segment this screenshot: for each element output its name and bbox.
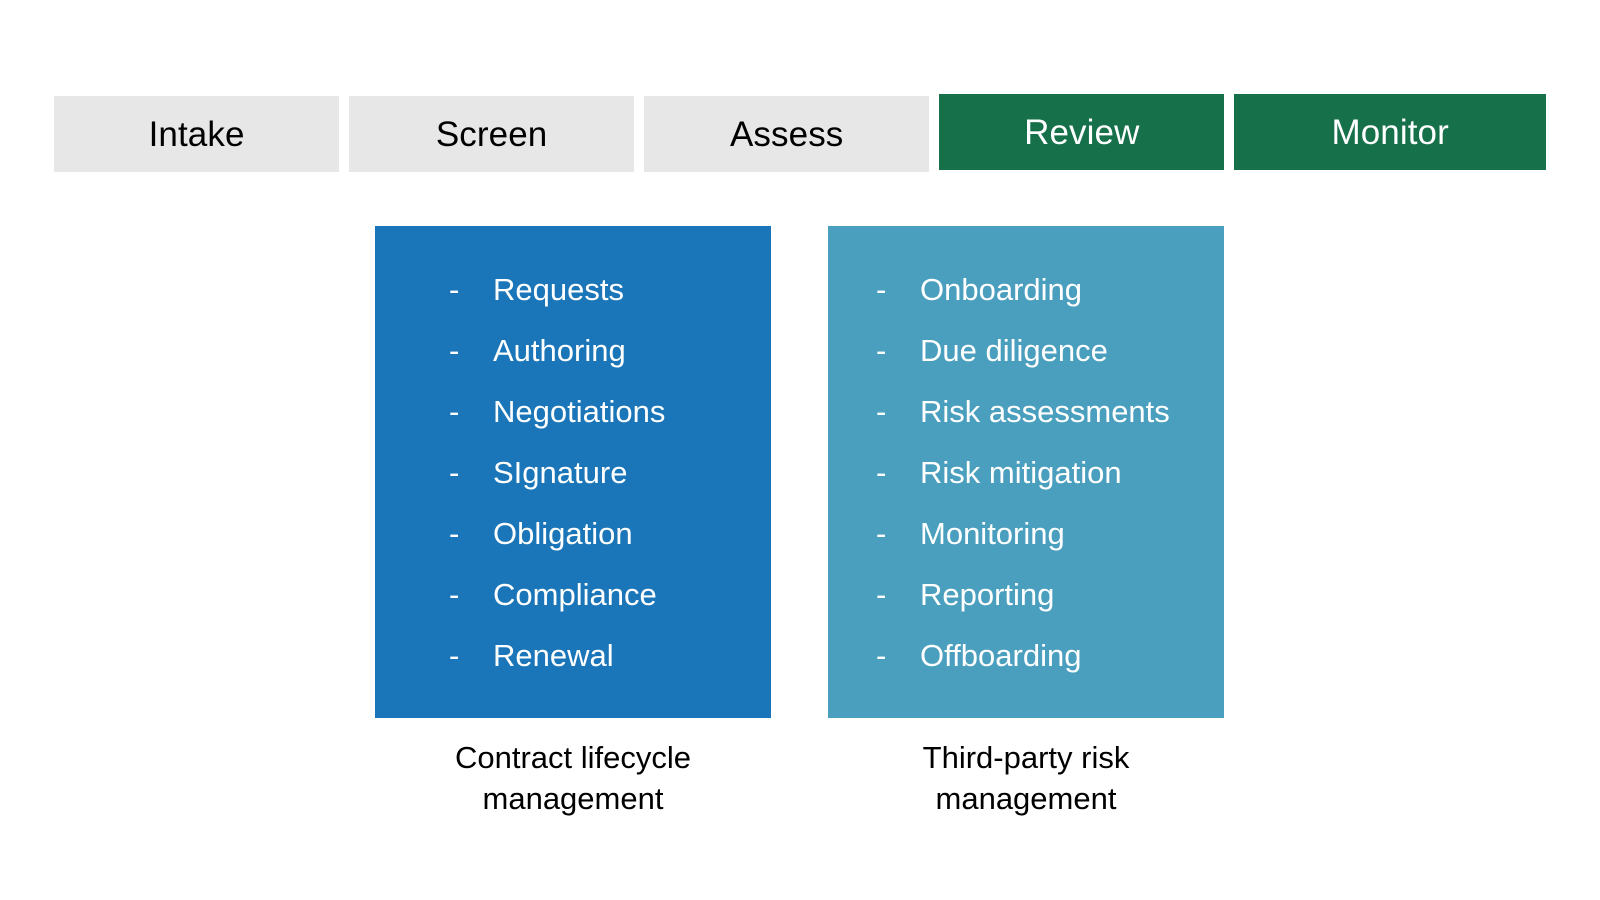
list-item: - Negotiations	[449, 396, 771, 427]
list-item: - Offboarding	[876, 640, 1224, 671]
stage-tab-monitor[interactable]: Monitor	[1234, 94, 1547, 170]
list-item-label: Negotiations	[493, 393, 666, 429]
dash-bullet-icon: -	[876, 393, 887, 429]
list-item-label: Compliance	[493, 576, 657, 612]
list-item-label: Reporting	[920, 576, 1055, 612]
list-item: - Reporting	[876, 579, 1224, 610]
list-item-label: Due diligence	[920, 332, 1108, 368]
list-item: - Compliance	[449, 579, 771, 610]
stage-tab-screen[interactable]: Screen	[349, 96, 635, 172]
list-item-label: Monitoring	[920, 515, 1065, 551]
stage-tab-label: Intake	[148, 114, 245, 154]
list-item-label: Offboarding	[920, 637, 1082, 673]
dash-bullet-icon: -	[876, 515, 887, 551]
list-item-label: SIgnature	[493, 454, 628, 490]
dash-bullet-icon: -	[449, 515, 460, 551]
panel-item-list: - Requests - Authoring - Negotiations - …	[375, 274, 771, 671]
list-item-label: Renewal	[493, 637, 614, 673]
stage-tab-label: Monitor	[1331, 112, 1449, 152]
list-item-label: Authoring	[493, 332, 626, 368]
panel-body: - Onboarding - Due diligence - Risk asse…	[828, 226, 1224, 718]
dash-bullet-icon: -	[876, 271, 887, 307]
stage-tab-review[interactable]: Review	[939, 94, 1225, 170]
dash-bullet-icon: -	[449, 454, 460, 490]
stage-tab-label: Screen	[435, 114, 548, 154]
panel-caption: Third-party risk management	[922, 740, 1130, 816]
list-item: - Onboarding	[876, 274, 1224, 305]
list-item: - Renewal	[449, 640, 771, 671]
list-item: - SIgnature	[449, 457, 771, 488]
stage-tab-assess[interactable]: Assess	[644, 96, 930, 172]
dash-bullet-icon: -	[449, 332, 460, 368]
list-item-label: Risk mitigation	[920, 454, 1122, 490]
list-item-label: Onboarding	[920, 271, 1083, 307]
dash-bullet-icon: -	[876, 454, 887, 490]
list-item-label: Obligation	[493, 515, 633, 551]
dash-bullet-icon: -	[449, 637, 460, 673]
dash-bullet-icon: -	[449, 576, 460, 612]
list-item: - Risk mitigation	[876, 457, 1224, 488]
dash-bullet-icon: -	[876, 576, 887, 612]
list-item: - Monitoring	[876, 518, 1224, 549]
list-item-label: Risk assessments	[920, 393, 1170, 429]
dash-bullet-icon: -	[876, 332, 887, 368]
list-item-label: Requests	[493, 271, 624, 307]
panel-body: - Requests - Authoring - Negotiations - …	[375, 226, 771, 718]
stage-tab-label: Review	[1024, 112, 1140, 152]
stage-tab-intake[interactable]: Intake	[54, 96, 340, 172]
list-item: - Obligation	[449, 518, 771, 549]
list-item: - Authoring	[449, 335, 771, 366]
list-item: - Requests	[449, 274, 771, 305]
panel-caption: Contract lifecycle management	[454, 740, 692, 816]
list-item: - Risk assessments	[876, 396, 1224, 427]
list-item: - Due diligence	[876, 335, 1224, 366]
panel-item-list: - Onboarding - Due diligence - Risk asse…	[828, 274, 1224, 671]
dash-bullet-icon: -	[449, 271, 460, 307]
dash-bullet-icon: -	[449, 393, 460, 429]
dash-bullet-icon: -	[876, 637, 887, 673]
stage-strip: Intake Screen Assess Review Monitor	[54, 94, 1547, 172]
panel-contract-lifecycle-management: - Requests - Authoring - Negotiations - …	[375, 226, 771, 886]
panel-third-party-risk-management: - Onboarding - Due diligence - Risk asse…	[828, 226, 1224, 886]
stage-tab-label: Assess	[729, 114, 844, 154]
